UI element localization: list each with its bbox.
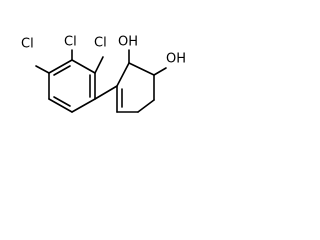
double-bond-inner <box>53 65 71 76</box>
bond <box>48 59 73 74</box>
bond-to-cl-left <box>35 65 50 74</box>
cyclohexene-ring <box>116 62 155 113</box>
bond-to-oh-right <box>153 67 167 76</box>
benzene-ring <box>48 59 96 113</box>
bond <box>128 62 155 76</box>
bond-to-cl-right <box>94 56 104 74</box>
chlorine-label-top: Cl <box>64 35 77 50</box>
bond-aryl-to-ring <box>94 85 118 100</box>
chlorine-label-right: Cl <box>94 36 107 51</box>
bond <box>71 98 96 113</box>
hydroxyl-label-right: OH <box>166 52 186 67</box>
hydroxyl-label-upper: OH <box>118 35 138 50</box>
bond <box>48 98 73 113</box>
chlorine-label-left: Cl <box>21 37 34 52</box>
bond <box>116 62 130 87</box>
bond <box>137 99 155 113</box>
bond <box>71 59 96 74</box>
double-bond-inner <box>53 96 71 107</box>
chemical-structure-diagram: Cl Cl Cl OH OH <box>21 35 186 113</box>
